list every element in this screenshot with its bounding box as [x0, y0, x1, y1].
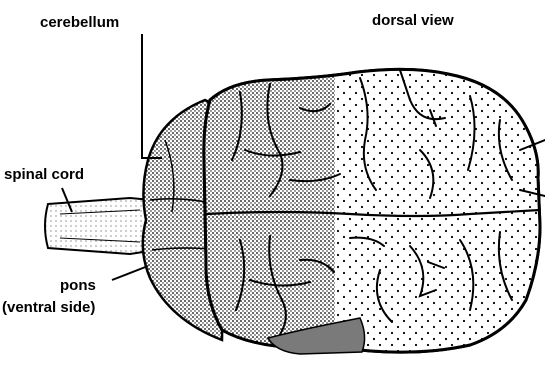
spinal-cord-shape — [45, 198, 156, 254]
label-pons: pons — [60, 277, 96, 294]
cerebrum-shape — [204, 69, 540, 352]
label-spinal-cord: spinal cord — [4, 166, 84, 183]
label-cerebellum: cerebellum — [40, 14, 119, 31]
label-dorsal-view: dorsal view — [372, 12, 454, 29]
label-pons-ventral-side: (ventral side) — [2, 299, 95, 316]
